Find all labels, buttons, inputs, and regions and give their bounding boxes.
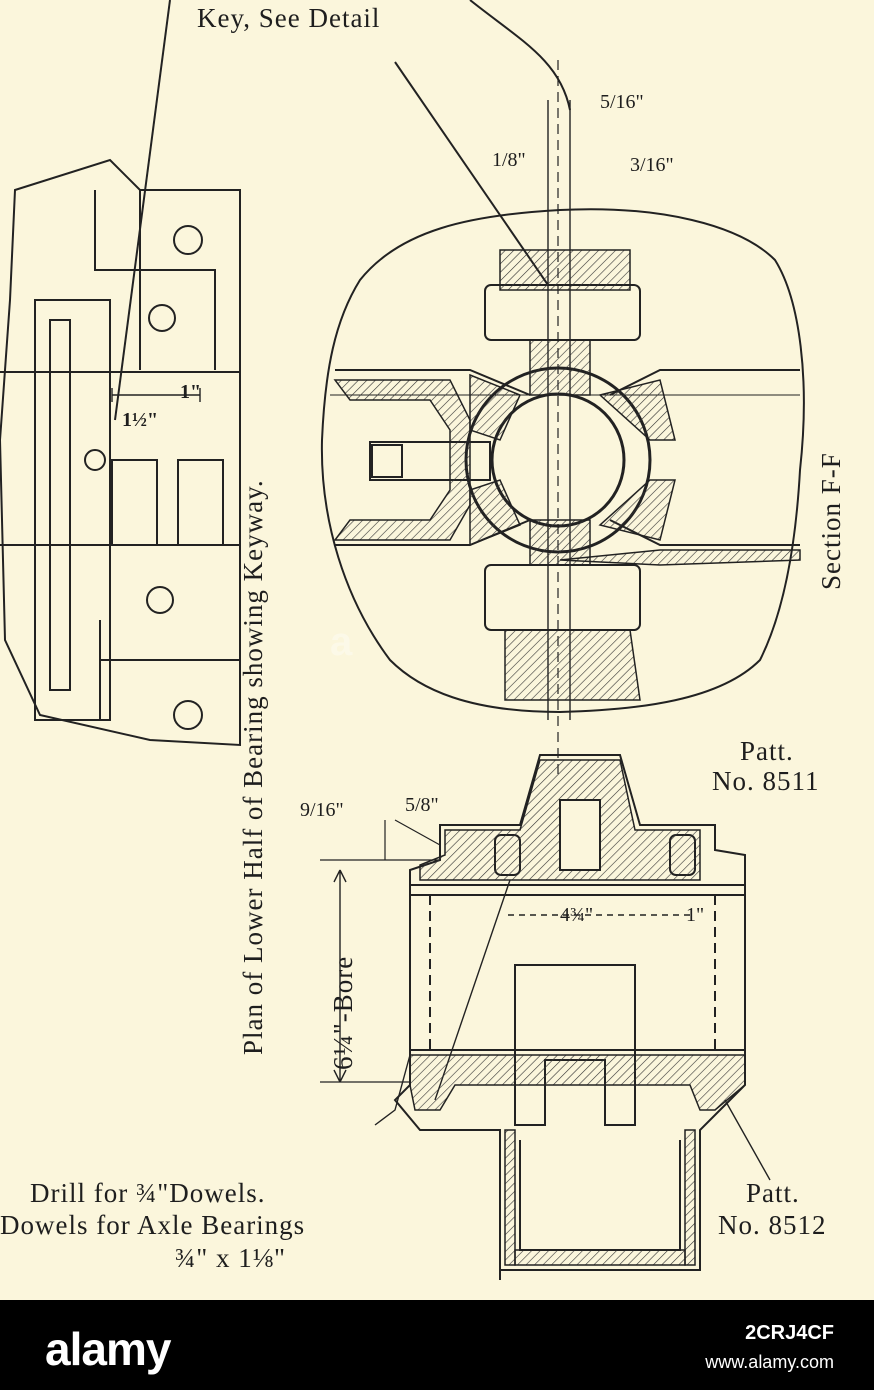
patt-lower-label-2: No. 8512 — [718, 1210, 827, 1240]
dim-5-8: 5/8" — [405, 794, 439, 816]
alamy-logo: alamy — [45, 1323, 171, 1375]
leader-line-key-detail — [394, 61, 549, 286]
drill-note-line-2: Dowels for Axle Bearings — [0, 1210, 306, 1240]
dim-1-inch-lower: 1" — [686, 904, 705, 926]
dim-bore: 6¼"-Bore — [328, 955, 358, 1070]
plan-outline — [0, 158, 241, 747]
image-id: 2CRJ4CF — [745, 1322, 834, 1344]
engineering-drawing: Key, See Detail Plan of Lower Half of Be… — [0, 0, 846, 1280]
drill-note-line-1: Drill for ¾"Dowels. — [30, 1178, 266, 1208]
leader-line-key — [469, 0, 571, 111]
dim-1-8: 1/8" — [492, 149, 526, 171]
footer-url: www.alamy.com — [705, 1352, 834, 1372]
dim-1-inch: 1" — [180, 381, 202, 403]
dim-1-1-2: 1½" — [122, 409, 159, 431]
axle-slot — [514, 964, 636, 1126]
plan-title: Plan of Lower Half of Bearing showing Ke… — [238, 479, 268, 1055]
key-detail-label: Key, See Detail — [197, 3, 381, 33]
upper-bolt — [484, 284, 641, 341]
dim-4-3-4: 4¾" — [560, 904, 594, 926]
drawing-lines — [0, 0, 805, 1280]
dim-5-16: 5/16" — [600, 91, 644, 113]
section-title: Section F-F — [816, 452, 846, 590]
section-outline — [320, 208, 805, 714]
watermark: a — [330, 620, 353, 664]
leader-line-plan — [114, 0, 171, 421]
lower-bolt — [484, 564, 641, 631]
patt-lower-label-1: Patt. — [746, 1178, 800, 1208]
patt-upper-label-2: No. 8511 — [712, 766, 820, 796]
dim-9-16: 9/16" — [300, 799, 344, 821]
footer-bar: alamy 2CRJ4CF www.alamy.com — [0, 1300, 874, 1390]
dim-3-16: 3/16" — [630, 154, 674, 176]
drill-note-line-3: ¾" x 1⅛" — [175, 1243, 287, 1273]
patt-upper-label-1: Patt. — [740, 736, 794, 766]
